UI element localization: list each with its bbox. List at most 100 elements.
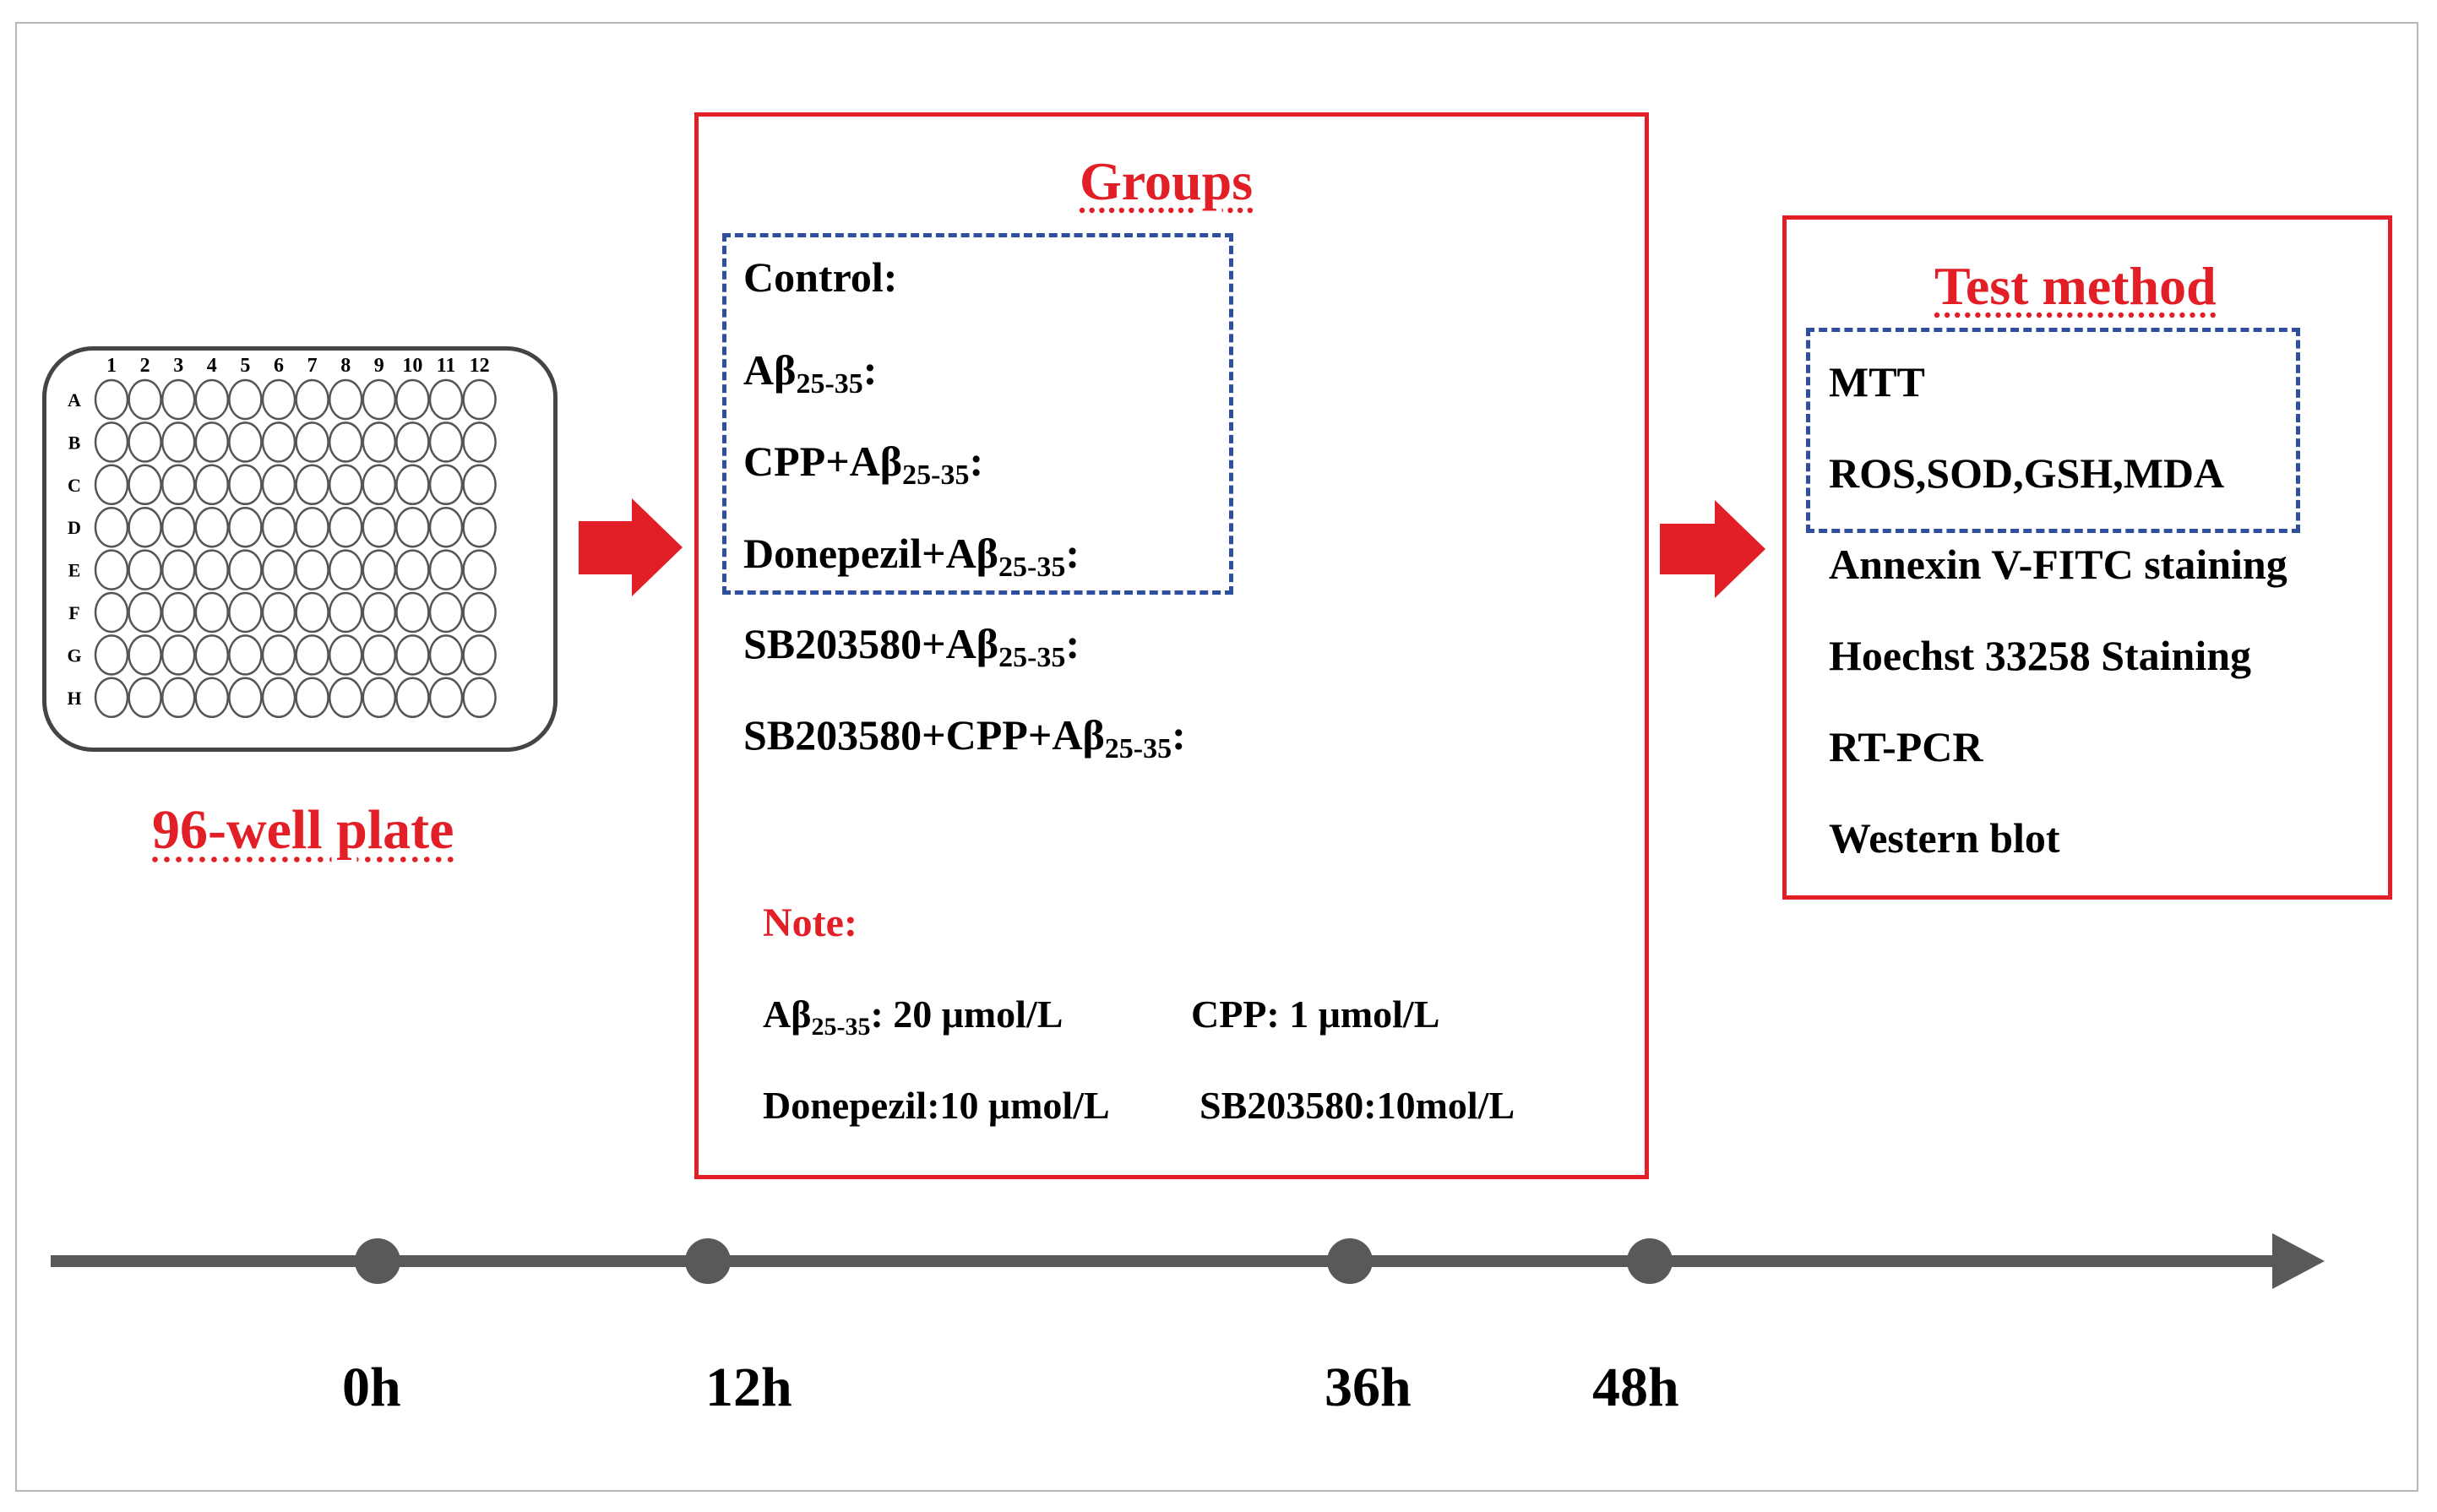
well <box>462 506 497 548</box>
well <box>128 422 162 463</box>
well <box>94 591 129 634</box>
note-title: Note: <box>763 900 857 945</box>
figure-frame <box>15 22 2418 1492</box>
note-donepezil: Donepezil:10 μmol/L <box>763 1084 1110 1127</box>
groups-highlight-box <box>722 233 1233 595</box>
well <box>362 549 397 590</box>
well <box>428 634 464 676</box>
well <box>228 422 263 463</box>
well <box>261 591 296 634</box>
test-item: Annexin V-FITC staining <box>1829 541 2287 588</box>
test-item: Western blot <box>1829 814 2060 862</box>
well <box>462 591 497 634</box>
timeline-point <box>685 1238 731 1284</box>
test-highlight-box <box>1806 328 2300 533</box>
well <box>395 378 430 421</box>
group-item: SB203580+Aβ25-35: <box>743 620 1080 674</box>
plate-column-label: 12 <box>470 355 490 377</box>
well <box>194 464 230 506</box>
well <box>94 549 129 590</box>
timeline-label: 0h <box>342 1357 401 1418</box>
well <box>362 634 397 676</box>
well <box>428 677 464 719</box>
well <box>128 464 162 506</box>
well <box>194 549 230 590</box>
well <box>160 464 196 506</box>
well <box>362 591 397 634</box>
well <box>462 634 497 676</box>
timeline-label: 36h <box>1325 1357 1412 1418</box>
well <box>295 378 329 421</box>
test-item: MTT <box>1829 358 1925 405</box>
well <box>428 591 464 634</box>
plate-column-label: 10 <box>402 355 422 377</box>
well <box>395 634 430 676</box>
well <box>128 677 162 719</box>
well <box>462 677 497 719</box>
arrow-right-icon <box>579 498 683 596</box>
well <box>128 378 162 421</box>
plate-row-label: C <box>68 475 81 496</box>
well <box>128 506 162 548</box>
test-method-box <box>1782 215 2392 900</box>
well <box>194 378 230 421</box>
plate-column-label: 7 <box>307 355 318 377</box>
plate-row-label: B <box>68 432 81 453</box>
well <box>328 677 363 719</box>
well <box>228 549 263 590</box>
plate-row-label: E <box>68 560 81 581</box>
well <box>94 378 129 421</box>
well <box>295 677 329 719</box>
well <box>295 591 329 634</box>
well <box>194 677 230 719</box>
plate-row-label: D <box>68 517 81 538</box>
well <box>362 422 397 463</box>
well <box>328 591 363 634</box>
well <box>328 464 363 506</box>
well <box>94 506 129 548</box>
groups-box <box>694 112 1649 1179</box>
well <box>160 634 196 676</box>
group-item: Aβ25-35: <box>743 346 878 400</box>
plate-row-label: G <box>67 645 81 666</box>
well <box>395 677 430 719</box>
well <box>160 677 196 719</box>
well <box>328 378 363 421</box>
plate-row-label: A <box>68 389 81 411</box>
plate-column-label: 11 <box>437 355 456 377</box>
plate-row-label: H <box>67 688 81 709</box>
well <box>261 506 296 548</box>
plate-column-label: 3 <box>173 355 183 377</box>
plate-column-label: 2 <box>140 355 150 377</box>
well <box>295 422 329 463</box>
well <box>261 549 296 590</box>
well <box>395 464 430 506</box>
test-item: Hoechst 33258 Staining <box>1829 632 2252 679</box>
well <box>428 422 464 463</box>
timeline-point <box>1627 1238 1673 1284</box>
group-item: Control: <box>743 253 898 301</box>
test-method-title: Test method <box>1934 256 2217 316</box>
plate-column-label: 5 <box>240 355 250 377</box>
well <box>395 549 430 590</box>
well <box>328 634 363 676</box>
group-item: CPP+Aβ25-35: <box>743 438 984 492</box>
well <box>295 549 329 590</box>
note-cpp: CPP: 1 μmol/L <box>1191 993 1440 1036</box>
well <box>261 378 296 421</box>
well <box>428 549 464 590</box>
well <box>395 506 430 548</box>
well <box>462 422 497 463</box>
well <box>194 422 230 463</box>
timeline-point <box>355 1238 400 1284</box>
well <box>328 422 363 463</box>
plate-column-label: 6 <box>274 355 284 377</box>
well <box>194 506 230 548</box>
well <box>160 378 196 421</box>
well <box>94 464 129 506</box>
timeline-label: 48h <box>1592 1357 1679 1418</box>
well <box>462 464 497 506</box>
